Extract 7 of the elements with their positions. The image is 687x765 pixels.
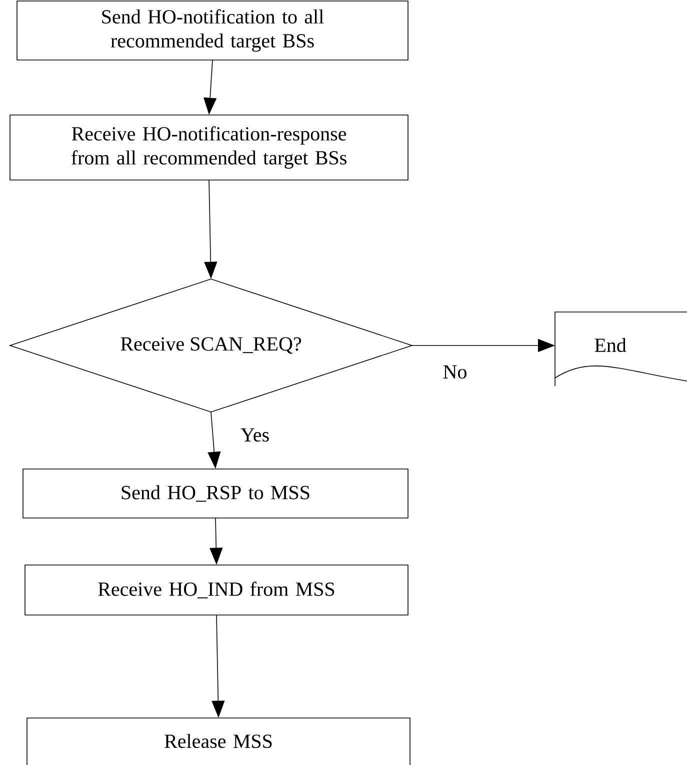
process-box: Receive HO_IND from MSS (24, 564, 408, 616)
process-box: Release MSS (26, 718, 410, 765)
process-box: Receive HO-notification-response from all recommended target BSs (10, 114, 408, 180)
edge-label: No (442, 364, 468, 380)
process-box: Send HO-notification to all recommended target BSs (16, 0, 408, 60)
process-box: Send HO_RSP to MSS (22, 468, 408, 518)
edge-label: Yes (239, 427, 271, 443)
